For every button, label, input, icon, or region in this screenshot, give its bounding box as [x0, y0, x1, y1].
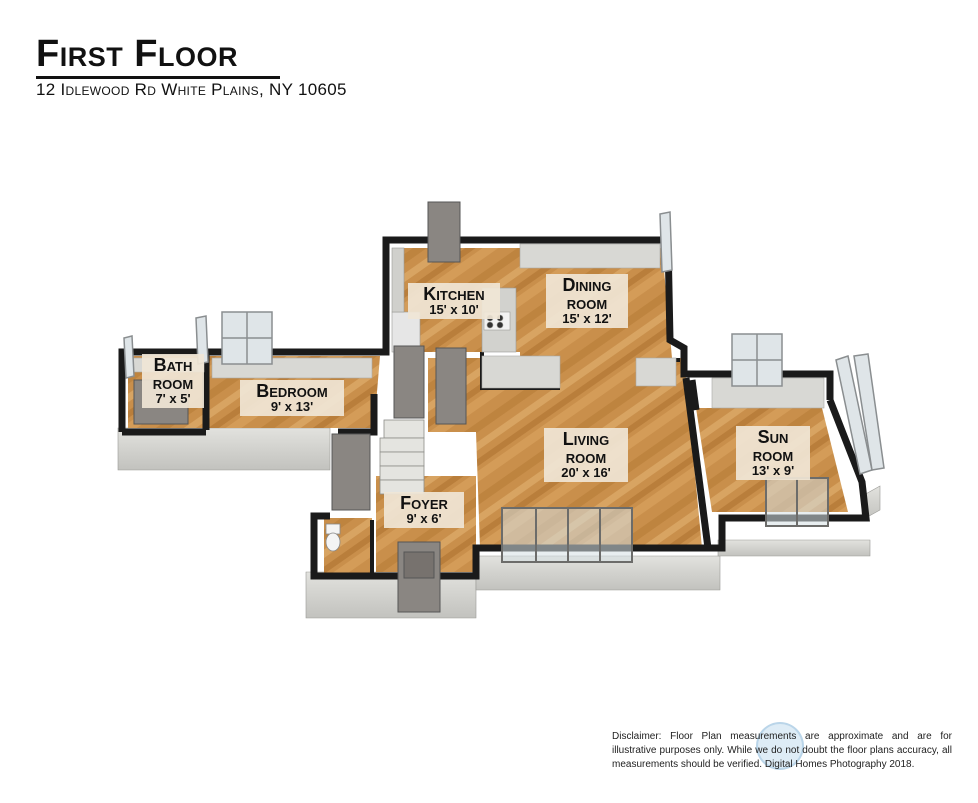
interior-door-2 — [435, 347, 467, 425]
disclaimer-text: Disclaimer: Floor Plan measurements are … — [612, 731, 952, 770]
foyer-side-door — [331, 433, 371, 511]
room-label-dining: Dining room 15' x 12' — [546, 274, 628, 328]
toilet — [325, 523, 341, 552]
sliding-doors — [501, 477, 829, 563]
room-label-bedroom: Bedroom 9' x 13' — [240, 380, 344, 416]
staircase — [379, 419, 425, 495]
interior-door-1 — [393, 345, 425, 419]
room-label-foyer: Foyer 9' x 6' — [384, 492, 464, 528]
room-label-living: Living room 20' x 16' — [544, 428, 628, 482]
windows — [123, 211, 885, 475]
room-label-kitchen: Kitchen 15' x 10' — [408, 283, 500, 319]
page-title: First Floor — [36, 33, 238, 75]
room-label-bathroom: Bath room 7' x 5' — [142, 354, 204, 408]
kitchen-back-door — [427, 201, 461, 263]
doors — [133, 201, 467, 613]
title-underline — [36, 76, 280, 79]
room-label-sunroom: Sun room 13' x 9' — [736, 426, 810, 480]
address-subtitle: 12 Idlewood Rd White Plains, NY 10605 — [36, 80, 347, 99]
watermark-logo — [756, 722, 804, 770]
